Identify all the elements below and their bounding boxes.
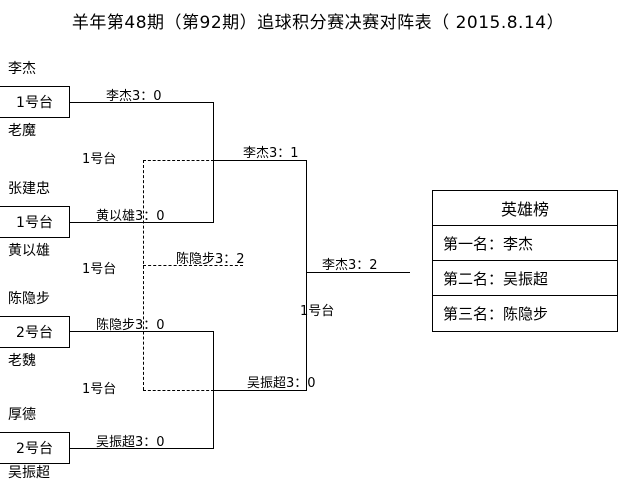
player-name-bottom-4: 吴振超 xyxy=(8,465,50,481)
connector-v-semifinal-2 xyxy=(213,331,214,448)
result-match-3: 陈隐步3：0 xyxy=(96,318,165,333)
match-box-1[interactable]: 1号台 xyxy=(0,86,70,118)
player-name-top-2: 张建忠 xyxy=(8,181,50,197)
hero-board: 英雄榜 第一名：李杰 第二名：吴振超 第三名：陈隐步 xyxy=(432,190,618,332)
result-final: 李杰3：2 xyxy=(322,258,378,273)
table-label-semifinal-1: 1号台 xyxy=(82,152,117,167)
match-box-2[interactable]: 1号台 xyxy=(0,206,70,238)
player-name-bottom-3: 老魏 xyxy=(8,353,36,369)
match-box-3[interactable]: 2号台 xyxy=(0,316,70,348)
connector-h-match4 xyxy=(70,448,214,449)
page-title: 羊年第48期（第92期）追球积分赛决赛对阵表（ 2015.8.14） xyxy=(71,13,565,33)
result-third-place: 陈隐步3：2 xyxy=(176,252,245,267)
hero-board-title: 英雄榜 xyxy=(433,191,617,226)
result-match-1: 李杰3：0 xyxy=(106,89,162,104)
player-name-bottom-1: 老魔 xyxy=(8,123,36,139)
player-name-top-1: 李杰 xyxy=(8,61,36,77)
match-table-label-4: 2号台 xyxy=(16,441,53,457)
match-table-label-2: 1号台 xyxy=(16,215,53,231)
match-table-label-1: 1号台 xyxy=(16,95,53,111)
connector-v-semifinal-1 xyxy=(213,102,214,223)
player-name-top-3: 陈隐步 xyxy=(8,291,50,307)
connector-dashed-vertical xyxy=(143,160,144,390)
player-name-bottom-2: 黄以雄 xyxy=(8,243,50,259)
connector-h-final xyxy=(306,272,410,273)
connector-dashed-third-place xyxy=(143,265,243,266)
table-label-third-place: 1号台 xyxy=(82,262,117,277)
connector-dashed-top-lower xyxy=(143,331,214,332)
connector-dashed-bottom-lower xyxy=(143,390,214,391)
connector-h-match1 xyxy=(70,102,214,103)
table-label-semifinal-2: 1号台 xyxy=(82,382,117,397)
match-table-label-3: 2号台 xyxy=(16,325,53,341)
result-semifinal-1: 李杰3：1 xyxy=(243,146,299,161)
connector-v-final xyxy=(306,160,307,390)
connector-h-match2 xyxy=(70,222,214,223)
hero-board-rank-1: 第一名：李杰 xyxy=(433,226,617,261)
connector-h-semifinal-1 xyxy=(213,160,307,161)
hero-board-rank-2: 第二名：吴振超 xyxy=(433,261,617,296)
connector-h-semifinal-2 xyxy=(213,390,307,391)
table-label-final: 1号台 xyxy=(300,304,335,319)
player-name-top-4: 厚德 xyxy=(8,407,36,423)
connector-dashed-top-upper xyxy=(143,160,214,161)
hero-board-rank-3: 第三名：陈隐步 xyxy=(443,305,549,323)
result-match-2: 黄以雄3：0 xyxy=(96,209,165,224)
connector-h-match3 xyxy=(70,331,214,332)
match-box-4[interactable]: 2号台 xyxy=(0,432,70,464)
result-semifinal-2: 吴振超3：0 xyxy=(247,376,316,391)
result-match-4: 吴振超3：0 xyxy=(96,435,165,450)
